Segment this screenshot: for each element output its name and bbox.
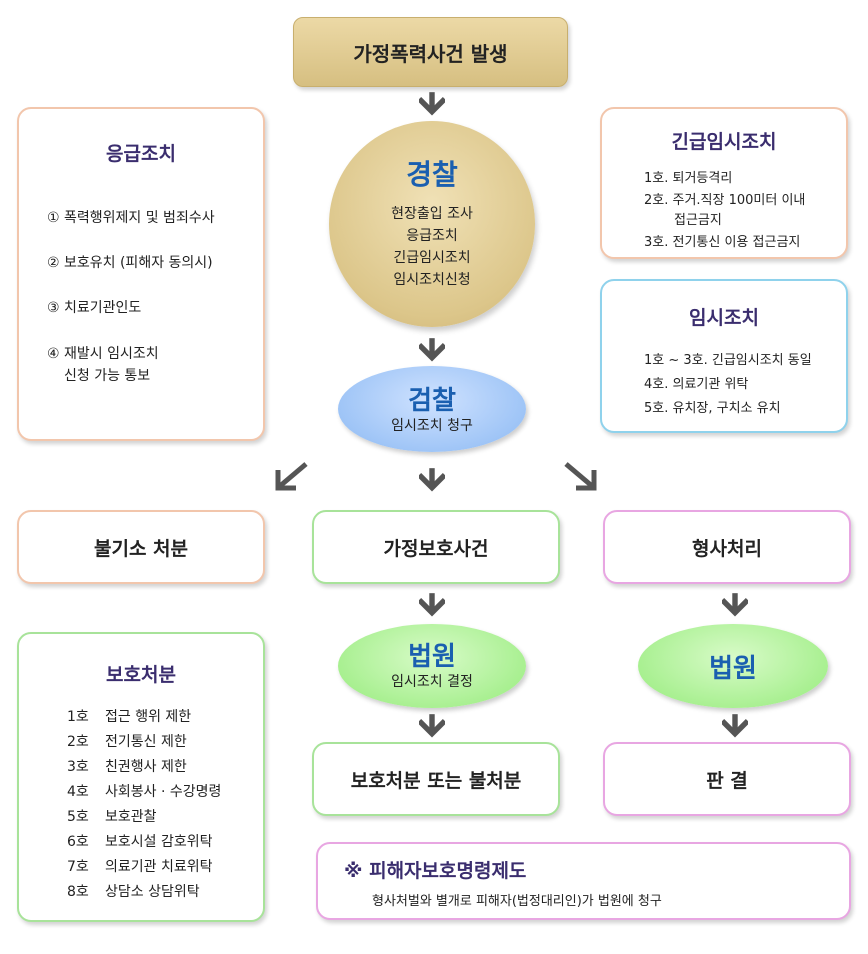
criminal-processing-box: 형사처리: [603, 510, 851, 584]
urgent-temp-item: 3호. 전기통신 이용 접근금지: [644, 235, 801, 250]
police-title: 경찰: [406, 158, 458, 191]
court-node-criminal: 법원: [638, 624, 828, 708]
protection-item-number: 8호: [67, 884, 89, 900]
urgent-temp-measures-box: 긴급임시조치 1호. 퇴거등격리 2호. 주거.직장 100미터 이내 접근금지…: [600, 107, 848, 259]
incident-occurrence-box: 가정폭력사건 발생: [293, 17, 568, 87]
protection-disposition-result-label: 보호처분 또는 불처분: [350, 769, 522, 792]
victim-protection-order-box: ※ 피해자보호명령제도 형사처벌와 별개로 피해자(법정대리인)가 법원에 청구: [316, 842, 851, 920]
protection-item: 8호 상담소 상담위탁: [67, 881, 200, 901]
arrow-down-right-icon: [564, 462, 597, 491]
domestic-protection-case-label: 가정보호사건: [383, 537, 489, 560]
police-item: 임시조치신청: [393, 272, 471, 288]
domestic-protection-case-box: 가정보호사건: [312, 510, 560, 584]
arrow-down-icon: [419, 466, 445, 492]
urgent-temp-item: 1호. 퇴거등격리: [644, 171, 733, 186]
protection-disposition-box: 보호처분 1호 접근 행위 제한 2호 전기통신 제한 3호 친권행사 제한 4호 사회봉사 …: [17, 632, 265, 922]
court-title: 법원: [408, 642, 456, 672]
protection-item-number: 2호: [67, 734, 89, 750]
arrow-down-icon: [722, 712, 748, 738]
court-node-domestic: 법원 임시조치 결정: [338, 624, 526, 708]
court-sub: 임시조치 결정: [391, 674, 473, 690]
police-item: 현장출입 조사: [391, 206, 473, 222]
incident-label: 가정폭력사건 발생: [353, 41, 508, 66]
criminal-processing-label: 형사처리: [692, 537, 762, 560]
protection-item-number: 5호: [67, 809, 89, 825]
police-node: 경찰 현장출입 조사 응급조치 긴급임시조치 임시조치신청: [329, 121, 535, 327]
emergency-item: ④ 재발시 임시조치: [47, 346, 159, 362]
prosecutor-node: 검찰 임시조치 청구: [338, 366, 526, 452]
prosecutor-title: 검찰: [408, 386, 456, 416]
arrow-down-icon: [419, 591, 445, 617]
protection-item-number: 6호: [67, 834, 89, 850]
emergency-item: ② 보호유치 (피해자 동의시): [47, 255, 213, 271]
police-item: 긴급임시조치: [393, 250, 471, 266]
victim-title: ※ 피해자보호명령제도: [344, 860, 527, 882]
protection-item: 4호 사회봉사 · 수강명령: [67, 781, 221, 801]
judgment-box: 판 결: [603, 742, 851, 816]
urgent-temp-title: 긴급임시조치: [671, 131, 777, 153]
protection-title: 보호처분: [106, 664, 176, 686]
emergency-measures-box: 응급조치 ① 폭력행위제지 및 범죄수사 ② 보호유치 (피해자 동의시) ③ …: [17, 107, 265, 441]
protection-item: 5호 보호관찰: [67, 806, 157, 826]
temp-measures-box: 임시조치 1호 ~ 3호. 긴급임시조치 동일 4호. 의료기관 위탁 5호. …: [600, 279, 848, 433]
protection-item-text: 친권행사 제한: [105, 759, 187, 775]
nonprosecution-label: 불기소 처분: [93, 537, 188, 560]
protection-item: 6호 보호시설 감호위탁: [67, 831, 213, 851]
protection-item-text: 사회봉사 · 수강명령: [105, 784, 222, 800]
protection-item-number: 4호: [67, 784, 89, 800]
protection-item-text: 의료기관 치료위탁: [105, 859, 213, 875]
protection-item-number: 7호: [67, 859, 89, 875]
protection-item-text: 상담소 상담위탁: [105, 884, 200, 900]
protection-item-number: 1호: [67, 709, 89, 725]
police-item: 응급조치: [406, 228, 458, 244]
protection-item: 3호 친권행사 제한: [67, 756, 187, 776]
protection-item-text: 보호관찰: [105, 809, 157, 825]
arrow-down-icon: [722, 591, 748, 617]
emergency-item: ③ 치료기관인도: [47, 300, 142, 316]
protection-item-number: 3호: [67, 759, 89, 775]
protection-item-text: 보호시설 감호위탁: [105, 834, 213, 850]
arrow-down-icon: [419, 90, 445, 116]
emergency-title: 응급조치: [106, 143, 176, 165]
protection-item-text: 전기통신 제한: [105, 734, 187, 750]
temp-item: 5호. 유치장, 구치소 유치: [644, 401, 781, 416]
emergency-item: ① 폭력행위제지 및 범죄수사: [47, 210, 215, 226]
arrow-down-left-icon: [275, 462, 308, 491]
protection-item: 7호 의료기관 치료위탁: [67, 856, 213, 876]
nonprosecution-box: 불기소 처분: [17, 510, 265, 584]
protection-item-text: 접근 행위 제한: [105, 709, 192, 725]
emergency-item: 신청 가능 통보: [64, 368, 151, 384]
protection-item: 1호 접근 행위 제한: [67, 706, 191, 726]
urgent-temp-item: 접근금지: [674, 213, 722, 228]
temp-title: 임시조치: [689, 307, 759, 329]
court-title: 법원: [709, 653, 757, 684]
arrow-down-icon: [419, 336, 445, 362]
temp-item: 1호 ~ 3호. 긴급임시조치 동일: [644, 353, 812, 368]
protection-disposition-result-box: 보호처분 또는 불처분: [312, 742, 560, 816]
protection-item: 2호 전기통신 제한: [67, 731, 187, 751]
victim-desc: 형사처벌와 별개로 피해자(법정대리인)가 법원에 청구: [372, 894, 662, 909]
prosecutor-sub: 임시조치 청구: [391, 418, 473, 434]
arrow-down-icon: [419, 712, 445, 738]
temp-item: 4호. 의료기관 위탁: [644, 377, 749, 392]
judgment-label: 판 결: [706, 769, 748, 792]
urgent-temp-item: 2호. 주거.직장 100미터 이내: [644, 193, 806, 208]
